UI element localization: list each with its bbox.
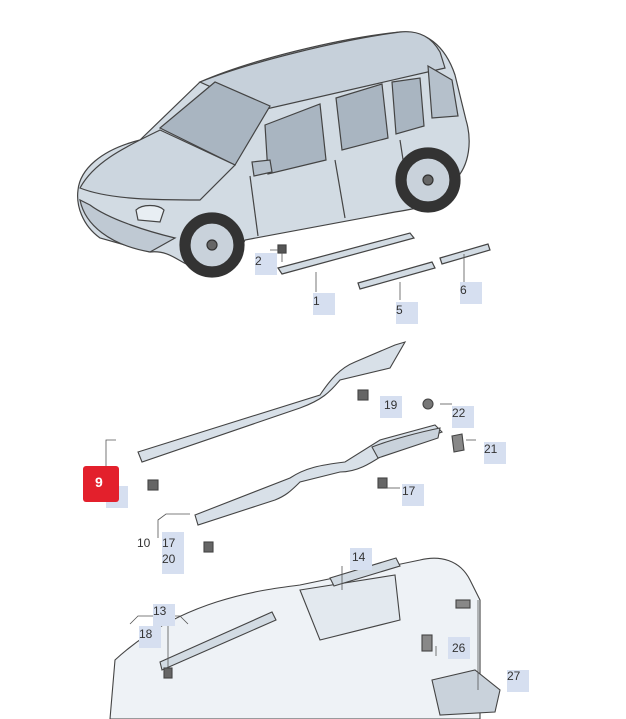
callout-part-9[interactable]: 9: [83, 466, 119, 502]
callout-part-5[interactable]: 5: [396, 302, 418, 324]
callout-part-10[interactable]: 10: [137, 536, 151, 550]
callout-label: 13: [153, 604, 167, 618]
callout-part-22[interactable]: 22: [452, 406, 474, 428]
leader-lines-top: [270, 249, 465, 300]
callout-label: 21: [484, 442, 498, 456]
callout-label: 18: [139, 627, 153, 641]
callout-label: 22: [452, 406, 466, 420]
callout-part-26[interactable]: 26: [448, 637, 470, 659]
callout-label: 2: [255, 254, 262, 268]
callout-label: 14: [352, 550, 366, 564]
callout-part-18[interactable]: 18: [139, 626, 161, 648]
callout-part-13[interactable]: 13: [153, 604, 175, 626]
callout-label: 5: [396, 303, 403, 317]
wheels: [179, 147, 461, 278]
car-body: [77, 31, 470, 270]
callout-part-21[interactable]: 21: [484, 442, 506, 464]
callout-label: 9: [95, 474, 103, 490]
leader-lines-middle: [105, 403, 476, 538]
callout-part-20[interactable]: 20: [162, 552, 184, 574]
callout-label: 26: [452, 641, 466, 655]
callout-part-14[interactable]: 14: [350, 548, 372, 570]
callout-part-27[interactable]: 27: [507, 669, 529, 692]
callout-label: 17: [402, 484, 416, 498]
side-trim-strips: [277, 232, 491, 290]
callout-part-2[interactable]: 2: [255, 253, 277, 275]
callout-label: 19: [384, 398, 398, 412]
callout-part-17-middle[interactable]: 17: [402, 484, 424, 506]
callout-part-1[interactable]: 1: [313, 293, 335, 315]
sill-trim-assembly: [137, 341, 465, 553]
callout-label: 6: [460, 283, 467, 297]
callout-label: 20: [162, 552, 176, 566]
callout-part-6[interactable]: 6: [460, 282, 482, 304]
body-side-panel: [109, 557, 501, 719]
callout-label: 27: [507, 669, 521, 683]
callout-label: 17: [162, 536, 176, 550]
callout-part-19[interactable]: 19: [380, 396, 402, 418]
callout-label: 1: [313, 294, 320, 308]
callout-part-17-lower[interactable]: 17: [162, 532, 184, 554]
